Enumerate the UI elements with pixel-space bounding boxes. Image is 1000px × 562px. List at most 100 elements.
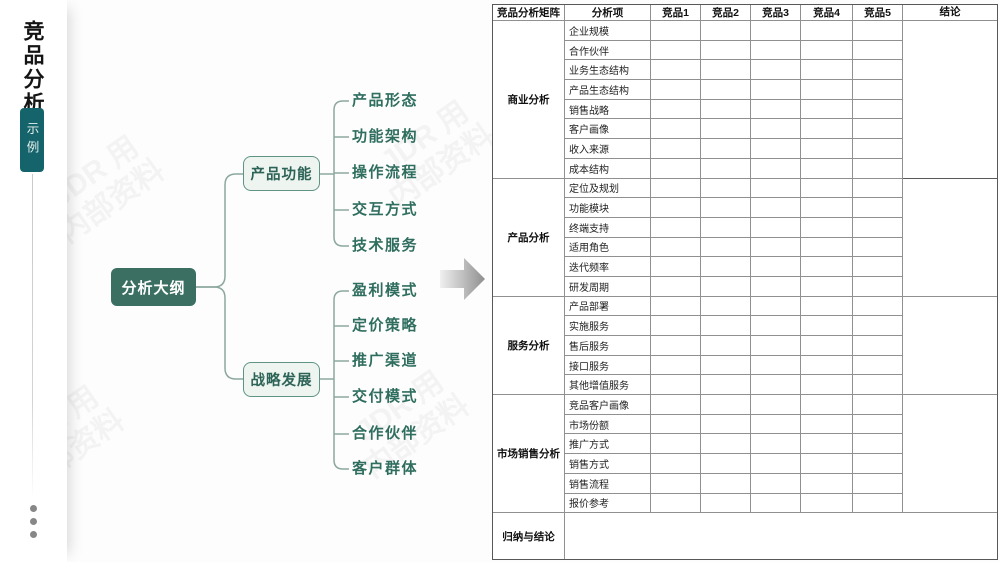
- empty-data-cell: [800, 472, 853, 494]
- empty-data-cell: [800, 413, 853, 435]
- empty-data-cell: [800, 374, 853, 396]
- empty-data-cell: [700, 413, 751, 435]
- empty-data-cell: [700, 157, 751, 179]
- empty-data-cell: [700, 472, 751, 494]
- leaf-label: 产品形态: [352, 92, 419, 109]
- empty-data-cell: [750, 79, 801, 100]
- table-row: 服务分析产品部署: [492, 295, 998, 396]
- item-label-cell: 实施服务: [564, 315, 651, 336]
- table-row: 合作伙伴: [493, 39, 998, 61]
- empty-data-cell: [800, 98, 853, 120]
- table-header-cell: 竞品2: [700, 4, 751, 21]
- table-header-cell: 结论: [902, 4, 998, 21]
- empty-data-cell: [750, 59, 801, 81]
- example-badge-label: 示例: [24, 121, 39, 159]
- empty-data-cell: [852, 236, 903, 258]
- empty-data-cell: [852, 20, 903, 41]
- table-row: 推广方式: [493, 433, 998, 455]
- empty-data-cell: [750, 315, 801, 336]
- empty-data-cell: [750, 138, 801, 159]
- empty-data-cell: [650, 236, 701, 258]
- empty-data-cell: [650, 315, 701, 336]
- empty-data-cell: [800, 79, 853, 100]
- item-label-cell: 接口服务: [564, 354, 651, 376]
- empty-data-cell: [800, 157, 853, 179]
- empty-data-cell: [852, 413, 903, 435]
- empty-data-cell: [750, 472, 801, 494]
- empty-data-cell: [700, 433, 751, 455]
- item-label-cell: 成本结构: [564, 157, 651, 179]
- dot-icon: [30, 505, 37, 512]
- item-label-cell: 企业规模: [564, 20, 651, 41]
- empty-data-cell: [650, 295, 701, 317]
- empty-data-cell: [852, 79, 903, 100]
- leaf-label: 合作伙伴: [352, 425, 419, 442]
- table-row: 研发周期: [493, 275, 998, 297]
- item-label-cell: 竞品客户画像: [564, 394, 651, 415]
- group-label-cell: 产品分析: [492, 177, 565, 297]
- empty-data-cell: [800, 59, 853, 81]
- empty-data-cell: [700, 59, 751, 81]
- item-label-cell: 迭代频率: [564, 256, 651, 277]
- empty-data-cell: [650, 59, 701, 81]
- empty-data-cell: [750, 197, 801, 218]
- table-header-cell: 竞品5: [852, 4, 903, 21]
- empty-data-cell: [800, 197, 853, 218]
- empty-data-cell: [800, 275, 853, 297]
- table-row: 接口服务: [493, 354, 998, 376]
- table-header-cell: 竞品4: [800, 4, 853, 21]
- empty-data-cell: [852, 492, 903, 514]
- empty-data-cell: [750, 335, 801, 356]
- conclusion-cell: [902, 295, 998, 396]
- item-label-cell: 功能模块: [564, 197, 651, 218]
- empty-data-cell: [650, 79, 701, 100]
- empty-data-cell: [750, 453, 801, 474]
- empty-data-cell: [650, 354, 701, 376]
- empty-data-cell: [800, 295, 853, 317]
- empty-data-cell: [750, 394, 801, 415]
- group-label-cell: 商业分析: [492, 20, 565, 179]
- empty-data-cell: [700, 275, 751, 297]
- table-row: 销售流程: [493, 472, 998, 494]
- empty-data-cell: [750, 275, 801, 297]
- empty-data-cell: [852, 453, 903, 474]
- empty-data-cell: [700, 315, 751, 336]
- item-label-cell: 业务生态结构: [564, 59, 651, 81]
- table-row: 业务生态结构: [493, 59, 998, 81]
- empty-data-cell: [852, 295, 903, 317]
- connector-line: [196, 286, 243, 380]
- mindmap-root-node: 分析大纲: [111, 268, 196, 306]
- empty-data-cell: [800, 39, 853, 61]
- empty-data-cell: [700, 138, 751, 159]
- empty-data-cell: [650, 472, 701, 494]
- empty-data-cell: [800, 354, 853, 376]
- item-label-cell: 定位及规划: [564, 177, 651, 199]
- empty-data-cell: [800, 433, 853, 455]
- leaf-label: 推广渠道: [352, 352, 419, 369]
- item-label-cell: 终端支持: [564, 216, 651, 238]
- block-arrow-icon: [440, 258, 485, 300]
- empty-data-cell: [750, 256, 801, 277]
- empty-data-cell: [852, 157, 903, 179]
- empty-data-cell: [800, 177, 853, 199]
- empty-data-cell: [852, 315, 903, 336]
- empty-data-cell: [852, 374, 903, 396]
- leaf-label: 交付模式: [352, 388, 419, 405]
- left-panel: 竞品分析 示例: [0, 0, 67, 562]
- empty-data-cell: [800, 256, 853, 277]
- item-label-cell: 报价参考: [564, 492, 651, 514]
- leaf-label: 定价策略: [352, 317, 419, 334]
- item-label-cell: 销售战略: [564, 98, 651, 120]
- table-row: 商业分析企业规模: [492, 20, 998, 179]
- empty-data-cell: [750, 295, 801, 317]
- empty-data-cell: [852, 472, 903, 494]
- empty-data-cell: [650, 374, 701, 396]
- empty-data-cell: [700, 20, 751, 41]
- empty-data-cell: [750, 20, 801, 41]
- item-label-cell: 适用角色: [564, 236, 651, 258]
- empty-data-cell: [650, 138, 701, 159]
- empty-data-cell: [650, 216, 701, 238]
- footer-label-cell: 归纳与结论: [492, 512, 565, 561]
